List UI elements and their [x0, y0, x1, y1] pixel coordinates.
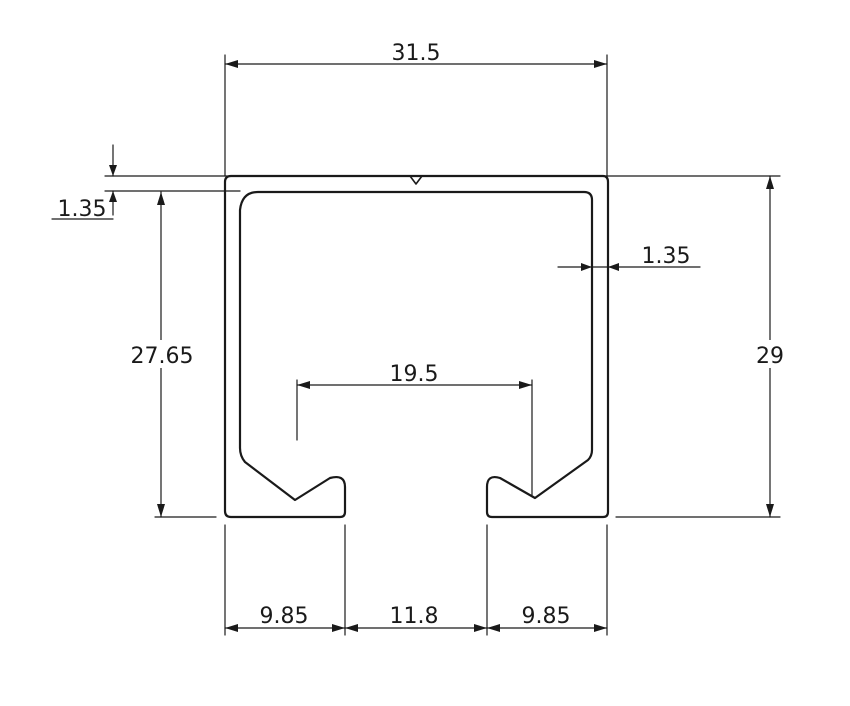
top-notch: [409, 175, 423, 185]
dim-text-inner-height: 27.65: [131, 344, 194, 369]
dim-text-slot-lip-width: 19.5: [390, 362, 439, 387]
outer-contour: [223, 174, 610, 519]
dim-text-bottom-left: 9.85: [260, 604, 309, 629]
dimension-top-wall: 1.35: [51, 144, 117, 222]
dimension-bottom-chain: 9.85 11.8 9.85: [224, 604, 608, 632]
dim-text-overall-height: 29: [756, 344, 784, 369]
dimension-overall-width: 31.5: [224, 41, 608, 68]
dimension-side-wall: 1.35: [557, 244, 701, 271]
dimension-slot-lip-width: 19.5: [296, 362, 533, 389]
dimension-overall-height: 29: [750, 175, 790, 518]
dim-text-side-wall: 1.35: [642, 244, 691, 269]
dim-text-top-wall: 1.35: [58, 197, 107, 222]
profile-outline: [223, 174, 610, 519]
dim-text-bottom-right: 9.85: [522, 604, 571, 629]
extension-lines: [104, 54, 781, 636]
dim-text-bottom-slot: 11.8: [390, 604, 439, 629]
dimension-inner-height: 27.65: [118, 191, 206, 518]
dim-text-overall-width: 31.5: [392, 41, 441, 66]
